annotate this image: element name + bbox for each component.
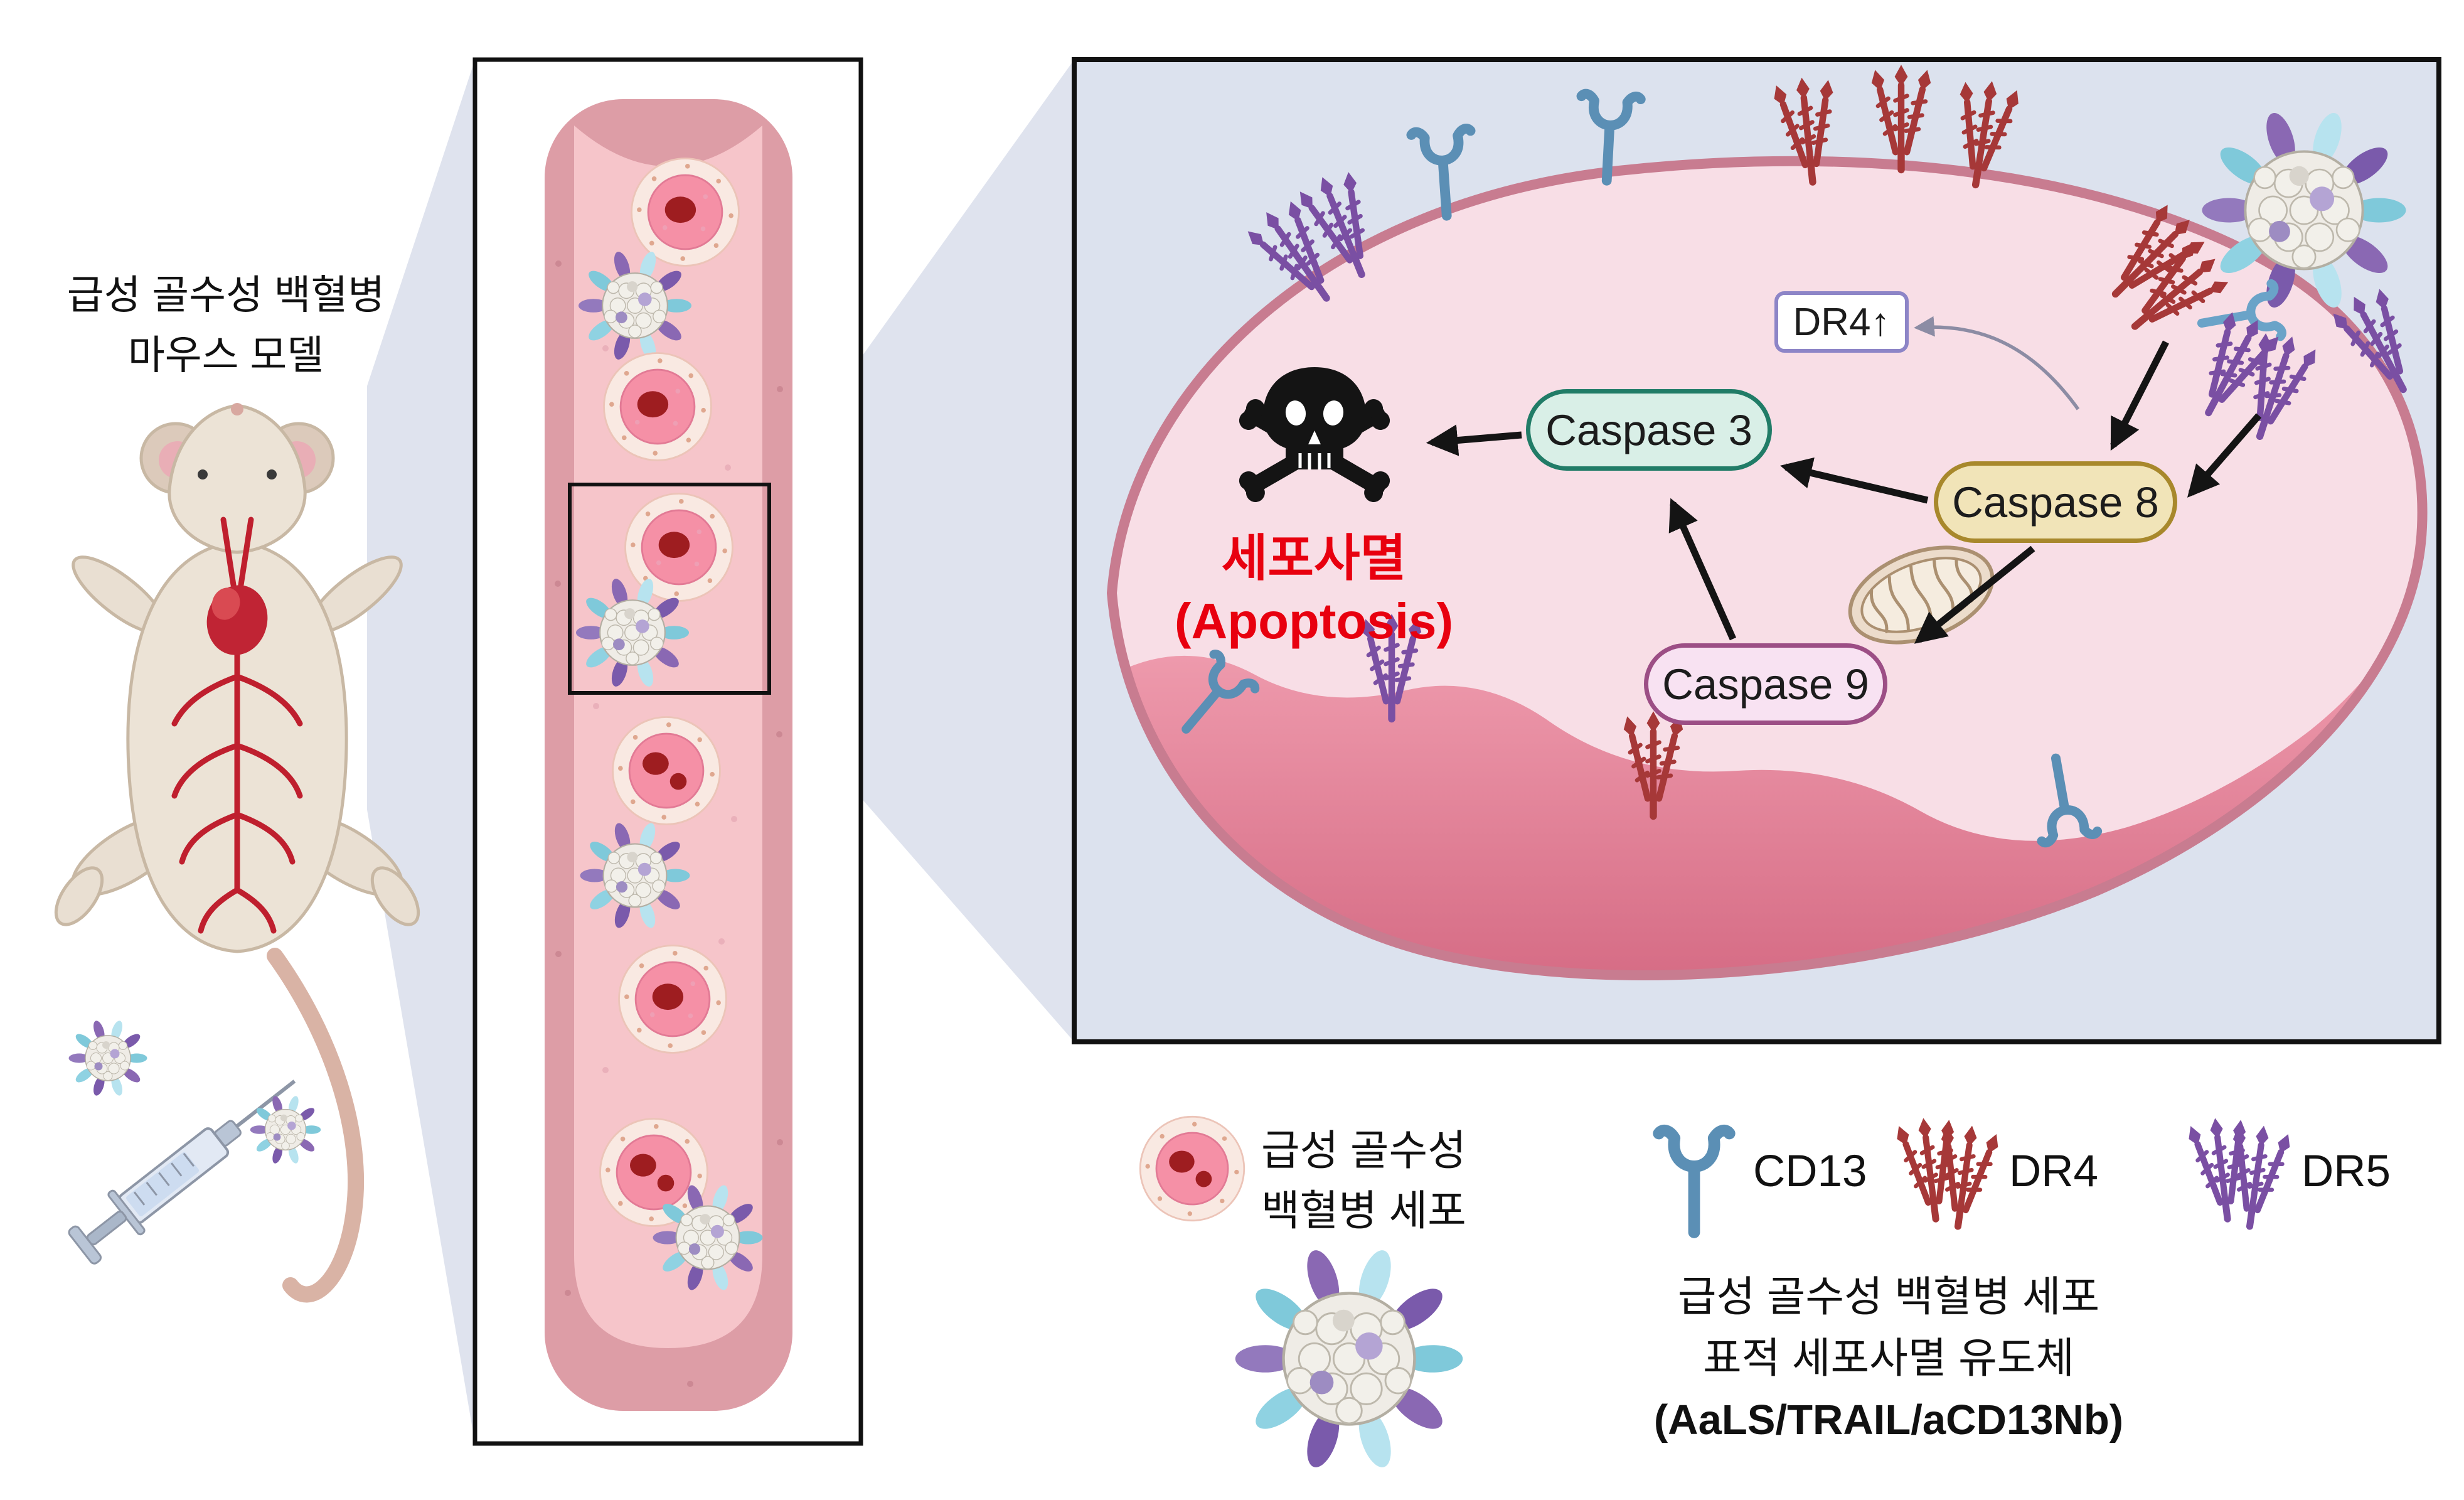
mouse-head: [168, 404, 307, 554]
apoptosis-label-kr: 세포사멸: [1221, 530, 1407, 586]
caspase9-box: Caspase 9: [1644, 643, 1887, 725]
zoom-highlight-box: [568, 483, 771, 695]
apoptosis-label: 세포사멸 (Apoptosis): [1160, 527, 1468, 653]
aml-cell-icon: [603, 352, 712, 461]
pathway-arrows: [1426, 340, 2262, 644]
caspase8-box: Caspase 8: [1934, 461, 2177, 543]
apoptosis-label-en: (Apoptosis): [1174, 593, 1454, 649]
aml-cell-icon: [612, 716, 721, 825]
dr4-upregulation-box: DR4↑: [1774, 291, 1909, 353]
blood-vessel-panel: [472, 57, 863, 1446]
lumen-speckles: [593, 345, 737, 1073]
magnify-connector-right: [769, 60, 1074, 1042]
legend-cd13-icon: [1659, 1130, 1730, 1232]
skull-icon: [1235, 367, 1393, 506]
aml-cell-icon: [624, 493, 733, 602]
magnify-connector-left: [367, 60, 475, 1444]
mouse-model-label-line2: 마우스 모델: [127, 333, 324, 378]
mouse-model-label-line1: 급성 골수성 백혈병: [67, 272, 385, 318]
caspase3-box: Caspase 3: [1526, 389, 1772, 471]
mouse-illustration: [54, 403, 420, 1303]
legend-cd13-label: CD13: [1753, 1147, 1867, 1196]
legend-aml-cell-label: 급성 골수성 백혈병 세포: [1261, 1127, 1466, 1235]
mouse-tail: [267, 948, 365, 1303]
aml-cell-icon: [631, 158, 740, 267]
dr4-upregulation-arrow: [1914, 316, 2080, 410]
nanoparticle-icon: [68, 1019, 148, 1098]
pathway-panel: [1072, 57, 2441, 1044]
mouse-model-label: 급성 골수성 백혈병 마우스 모델: [18, 265, 434, 385]
legend-dr5-label: DR5: [2301, 1147, 2391, 1196]
vasculature: [171, 517, 303, 934]
legend-aml-cell-icon: [1139, 1115, 1245, 1222]
legend-inducer-label: 급성 골수성 백혈병 세포 표적 세포사멸 유도체 (AaLS/TRAIL/aC…: [1653, 1273, 2124, 1444]
syringe-icon: [68, 1079, 296, 1265]
legend-nanoparticle-icon: [1235, 1246, 1463, 1471]
vessel-wall-speckles: [555, 260, 783, 1387]
aml-cell-icon: [618, 945, 727, 1054]
legend-dr4-label: DR4: [2009, 1147, 2099, 1196]
